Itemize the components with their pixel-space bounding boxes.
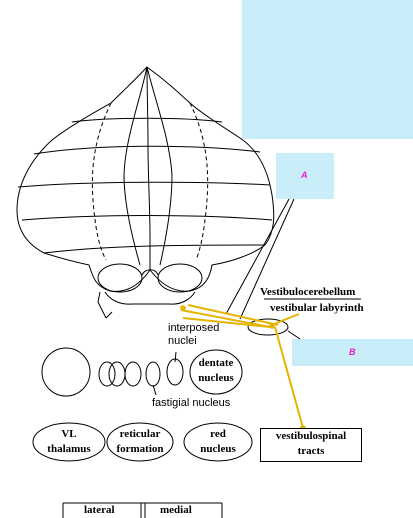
vestibulospinal-line2: tracts (297, 445, 325, 457)
highlight-box-b (292, 339, 413, 366)
vl-thalamus-line2: thalamus (47, 443, 91, 455)
fastigial-nucleus-label: fastigial nucleus (152, 397, 231, 409)
flocculus-left (97, 263, 143, 293)
paravermal-left (91, 102, 112, 261)
label-a: A (301, 170, 308, 180)
lateral-header: lateral (84, 504, 115, 516)
medial-header: medial (160, 504, 192, 516)
red-nucleus-line2: nucleus (200, 443, 236, 455)
pathway-loop-right (187, 304, 279, 326)
vestibular-nuclei-oval (247, 318, 289, 336)
red-nucleus-label: red nucleus (184, 427, 252, 457)
fissure-3 (17, 181, 271, 188)
vestibulospinal-tracts-box: vestibulospinal tracts (260, 428, 362, 462)
vl-thalamus-oval (32, 422, 106, 462)
interposed-pointer (174, 351, 177, 363)
reticular-formation-line1: reticular (119, 428, 161, 440)
red-nucleus-oval (183, 422, 253, 462)
vl-thalamus-line1: VL (61, 428, 77, 440)
vestibular-labyrinth-label: vestibular labyrinth (270, 302, 364, 314)
pathway-dot-cerebellum (180, 305, 186, 311)
reticular-formation-oval (106, 422, 174, 462)
vermis-midline (146, 66, 151, 270)
interposed-nucleus-3 (124, 361, 142, 387)
dentate-nucleus-line2: nucleus (198, 372, 234, 384)
pointer-line-b (287, 330, 301, 340)
fissure-1 (71, 117, 223, 123)
fissure-5 (43, 244, 266, 254)
highlight-box-top-right (242, 0, 413, 139)
dentate-nucleus-label: dentate nucleus (190, 356, 242, 386)
deep-nucleus-large (41, 347, 91, 397)
flocculus-tail (97, 291, 113, 319)
interposed-nucleus-1 (98, 361, 116, 387)
fastigial-nucleus-shape (145, 361, 161, 387)
fastigial-pointer (152, 384, 157, 396)
fastigial-nucleus-shape-2 (166, 358, 184, 386)
dentate-nucleus-line1: dentate (198, 357, 234, 369)
pathway-descending (274, 326, 304, 429)
fissure-4 (21, 215, 273, 221)
interposed-nuclei-label-1: interposed (168, 322, 220, 334)
paravermal-right (189, 102, 209, 261)
flocculus-right (157, 263, 203, 293)
pointer-line-a2 (239, 198, 295, 320)
vestibulocerebellum-label: Vestibulocerebellum (260, 286, 356, 298)
interposed-nuclei-label-2: nuclei (168, 335, 197, 347)
red-nucleus-line1: red (210, 428, 226, 440)
label-b: B (349, 347, 356, 357)
pathway-to-labyrinth (273, 313, 300, 325)
dentate-nucleus-oval (189, 349, 243, 395)
reticular-formation-line2: formation (116, 443, 164, 455)
reticular-formation-label: reticular formation (107, 427, 173, 457)
vl-thalamus-label: VL thalamus (34, 427, 104, 457)
fissure-2 (33, 145, 261, 155)
pointer-line-a1 (225, 198, 290, 315)
highlight-box-a (276, 153, 334, 199)
flocculus-stalk (104, 291, 196, 305)
interposed-nucleus-2 (108, 361, 126, 387)
vestibulospinal-line1: vestibulospinal (275, 430, 347, 442)
vermis-right-curve (146, 66, 173, 266)
cerebellum-outline (16, 66, 275, 292)
nodulus (141, 269, 159, 276)
vermis-left-curve (123, 66, 148, 266)
pathway-dot-vestibular (269, 323, 275, 329)
